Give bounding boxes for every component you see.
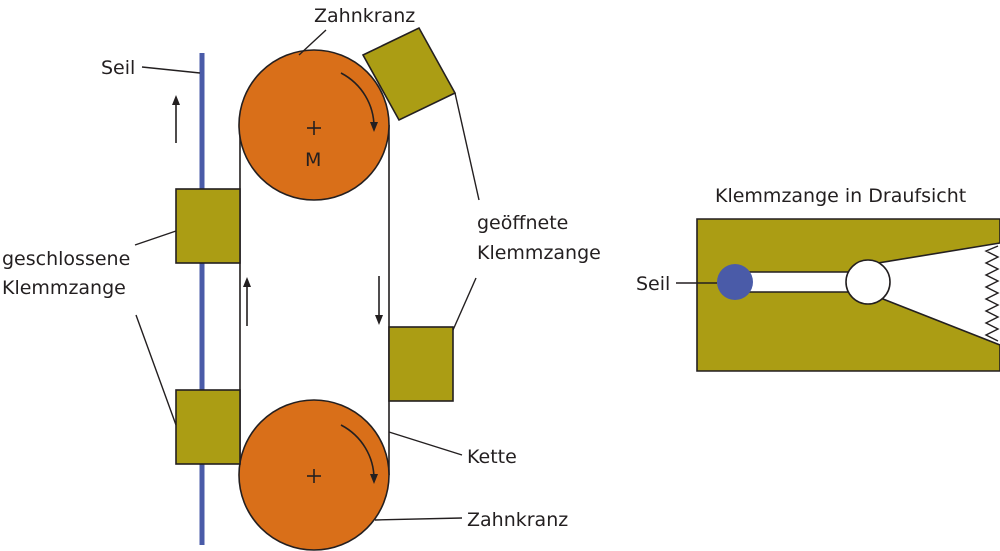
top-view-title: Klemmzange in Draufsicht: [715, 185, 966, 207]
bottom-rotation-arrow: [340, 424, 378, 484]
spring-icon: [984, 245, 1000, 342]
closed-clamp-lower: [175, 389, 241, 465]
top-view-rope-label: Seil: [636, 273, 670, 295]
top-rotation-arrow: [340, 72, 378, 132]
bottom-sprocket-center-cross: [307, 469, 321, 483]
closed-clamp-upper: [175, 188, 241, 264]
motor-label: M: [305, 149, 321, 171]
clamp-pivot: [845, 259, 891, 305]
top-sprocket-center-cross: [307, 121, 321, 135]
rope-cross-section: [717, 264, 753, 300]
open-clamp-label-line2: Klemmzange: [477, 242, 601, 264]
closed-clamp-label-line2: Klemmzange: [2, 277, 126, 299]
closed-clamp-label-line1: geschlossene: [2, 248, 130, 270]
open-clamp-label-line1: geöffnete: [477, 212, 568, 234]
chain-label: Kette: [467, 446, 517, 468]
rope-label: Seil: [101, 57, 135, 79]
bottom-sprocket-label: Zahnkranz: [467, 509, 568, 531]
open-clamp-right: [388, 326, 454, 402]
leader-lines: [134, 29, 480, 521]
top-sprocket-label: Zahnkranz: [314, 5, 415, 27]
direction-arrows: [172, 95, 383, 326]
